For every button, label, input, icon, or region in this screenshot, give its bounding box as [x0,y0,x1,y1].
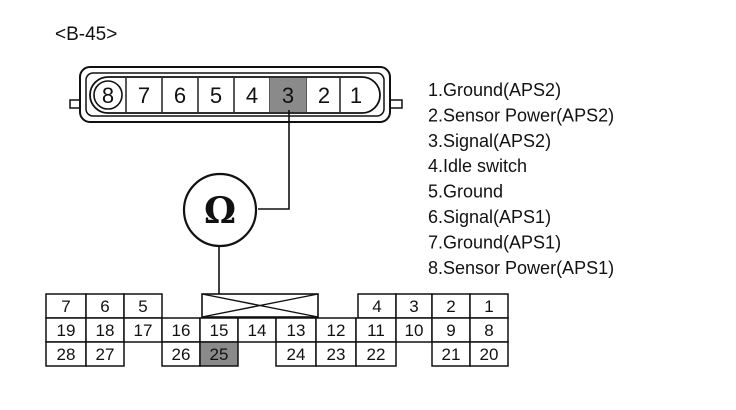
bottom-pin-7: 7 [61,297,70,316]
pin-8-ring [93,80,123,110]
top-pin-7: 7 [138,83,150,108]
pin-description-7: 7.Ground(APS1) [428,232,561,252]
bottom-pin-cell-18 [85,317,125,343]
bottom-pin-cell-21 [431,341,471,367]
bottom-pin-cell-23 [315,341,357,367]
top-pin-5: 5 [210,83,222,108]
bottom-pin-3: 3 [409,297,418,316]
bottom-pin-cell-7 [45,293,87,319]
bottom-pin-27: 27 [96,345,115,364]
pin-description-5: 5.Ground [428,182,503,202]
top-pin-2: 2 [318,83,330,108]
bottom-pin-15: 15 [210,321,229,340]
bottom-pin-20: 20 [480,345,499,364]
bottom-pin-24: 24 [287,345,306,364]
pin-description-6: 6.Signal(APS1) [428,207,551,227]
bottom-pin-9: 9 [446,321,455,340]
bottom-pin-6: 6 [100,297,109,316]
bottom-pin-cell-28 [45,341,87,367]
bottom-pin-cell-6 [85,293,125,319]
connector-title: <B-45> [55,24,117,45]
bottom-pin-26: 26 [172,345,191,364]
top-pin-6: 6 [174,83,186,108]
bottom-pin-cell-27 [85,341,125,367]
bottom-pin-11: 11 [367,321,385,340]
bottom-pin-cell-14 [237,317,277,343]
bottom-pin-cell-16 [161,317,201,343]
pin-description-3: 3.Signal(APS2) [428,131,551,151]
connector-tab-right [390,99,403,109]
bottom-pin-14: 14 [248,321,267,340]
ohm-symbol: Ω [204,190,236,232]
bottom-pin-25: 25 [210,345,229,364]
bottom-pin-5: 5 [138,297,147,316]
bottom-pin-cell-5 [123,293,163,319]
top-pin-8: 8 [102,83,114,108]
bottom-pin-13: 13 [287,321,306,340]
bottom-pin-cell-20 [469,341,509,367]
connector-pin-strip [89,76,381,114]
bottom-pin-21: 21 [442,345,461,364]
bottom-pin-cell-22 [355,341,397,367]
bottom-pin-4: 4 [372,297,381,316]
ohmmeter-wiring: Ω [182,110,290,357]
bottom-pin-cell-19 [45,317,87,343]
bottom-pin-28: 28 [57,345,76,364]
bottom-pin-cell-25 [199,341,239,367]
bottom-pin-17: 17 [134,321,153,340]
pin-description-8: 8.Sensor Power(APS1) [428,258,614,278]
lock-cross-b [201,293,319,318]
bottom-pin-2: 2 [446,297,455,316]
pin-description-2: 2.Sensor Power(APS2) [428,105,614,125]
bottom-pin-10: 10 [405,321,424,340]
bottom-pin-8: 8 [484,321,493,340]
connector-tab-left [69,99,80,109]
bottom-pin-1: 1 [484,297,493,316]
top-pin-1: 1 [350,83,362,108]
ohmmeter-circle [182,172,258,248]
pin-description-list: 1.Ground(APS2) 2.Sensor Power(APS2) 3.Sign… [428,80,614,278]
pin-description-4: 4.Idle switch [428,156,527,176]
bottom-pin-18: 18 [96,321,115,340]
bottom-pin-19: 19 [57,321,76,340]
pin-description-1: 1.Ground(APS2) [428,80,561,100]
bottom-pin-16: 16 [172,321,191,340]
bottom-pin-22: 22 [367,345,386,364]
bottom-pin-12: 12 [327,321,346,340]
bottom-pin-cell-26 [161,341,201,367]
top-pin-highlight [270,78,306,112]
bottom-pin-23: 23 [327,345,346,364]
probe-wire-top [258,110,290,210]
bottom-pin-cell-1 [469,293,509,319]
top-pin-4: 4 [246,83,258,108]
top-pin-3: 3 [282,83,294,108]
bottom-pin-cell-3 [395,293,433,319]
